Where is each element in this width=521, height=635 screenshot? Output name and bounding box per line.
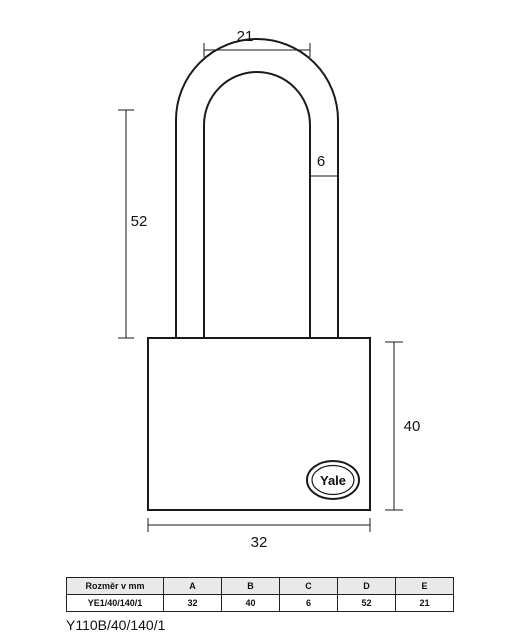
shackle-outer (175, 38, 339, 338)
table-cell: 32 (163, 594, 222, 612)
table-cell: 52 (337, 594, 396, 612)
dimension-body-width (147, 518, 371, 532)
label-shackle-width: 21 (237, 28, 254, 45)
model-code: Y110B/40/140/1 (66, 617, 166, 633)
label-shackle-height: 52 (131, 213, 148, 230)
label-body-height: 40 (404, 418, 421, 435)
dimension-shackle-width (203, 43, 311, 57)
yale-logo: Yale (306, 460, 360, 500)
padlock-drawing: Yale 21 6 52 40 32 (118, 28, 421, 551)
table-cell: 40 (221, 594, 280, 612)
shackle-inner (203, 71, 311, 338)
table-header-cell: B (221, 577, 280, 595)
table-header-row: Rozměr v mm A B C D E (66, 577, 454, 595)
table-row: YE1/40/140/1 32 40 6 52 21 (66, 594, 454, 612)
table-cell: 21 (395, 594, 454, 612)
label-body-width: 32 (251, 534, 268, 551)
table-header-cell: A (163, 577, 222, 595)
table-header-cell: E (395, 577, 454, 595)
table-header-cell: C (279, 577, 338, 595)
label-shackle-thickness: 6 (317, 153, 325, 170)
dimension-shackle-height (118, 109, 134, 339)
table-header-cell: Rozměr v mm (66, 577, 164, 595)
dimensions-table: Rozměr v mm A B C D E YE1/40/140/1 32 40… (66, 577, 454, 612)
table-cell: YE1/40/140/1 (66, 594, 164, 612)
dimension-body-height (385, 341, 403, 511)
table-cell: 6 (279, 594, 338, 612)
logo-text: Yale (320, 473, 346, 488)
table-header-cell: D (337, 577, 396, 595)
